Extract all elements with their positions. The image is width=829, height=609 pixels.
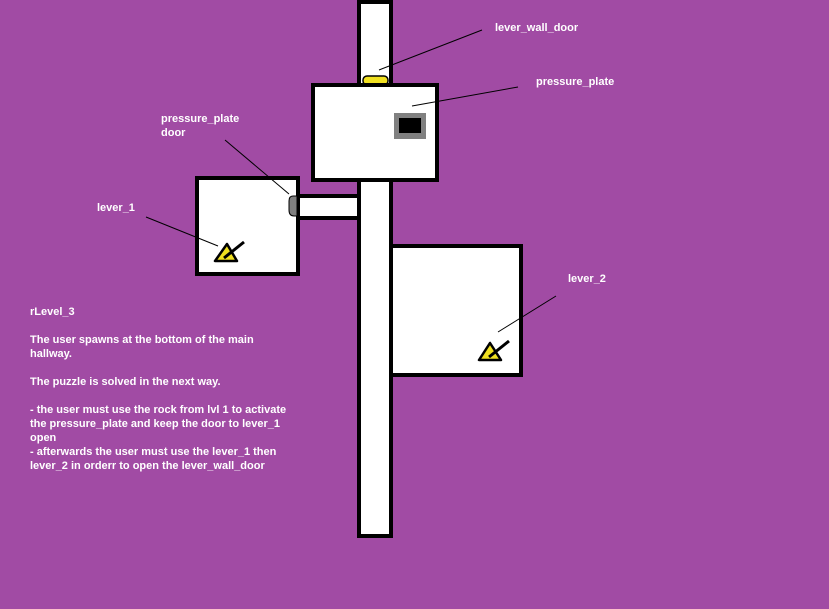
lever-wall-door-label: lever_wall_door [495, 22, 579, 34]
notes-solution-intro: The puzzle is solved in the next way. [30, 376, 221, 388]
pressure-plate-label: pressure_plate [536, 76, 615, 88]
side-corridor [295, 194, 361, 220]
lever-1-label: lever_1 [97, 202, 135, 214]
lever-2-icon [477, 339, 510, 362]
pointer-line-lever-wall-door [378, 29, 483, 71]
notes-spawn: The user spawns at the bottom of the mai… [30, 334, 254, 360]
pressure-plate-door-label-line1: pressure_plate [161, 113, 240, 125]
lever-2-room [389, 244, 523, 377]
notes-step-1: - the user must use the rock from lvl 1 … [30, 404, 287, 444]
pointer-line-pressure-plate-door [224, 139, 290, 195]
pointer-line-pressure-plate [411, 86, 519, 107]
pointer-line-lever-1 [145, 216, 219, 247]
lever-1-icon [213, 240, 245, 263]
pressure-plate-center [399, 118, 421, 133]
pointer-line-lever-2 [497, 295, 557, 333]
notes-step-2: - afterwards the user must use the lever… [30, 446, 277, 472]
lever-1-room [195, 176, 300, 276]
lever-2-label: lever_2 [568, 273, 606, 285]
pressure-plate-door-label: pressure_plate door [161, 112, 239, 140]
pressure-plate-door-label-line2: door [161, 127, 186, 139]
notes-title: rLevel_3 [30, 306, 75, 318]
level-notes: rLevel_3 The user spawns at the bottom o… [30, 305, 290, 473]
pressure-plate-door [288, 195, 298, 217]
